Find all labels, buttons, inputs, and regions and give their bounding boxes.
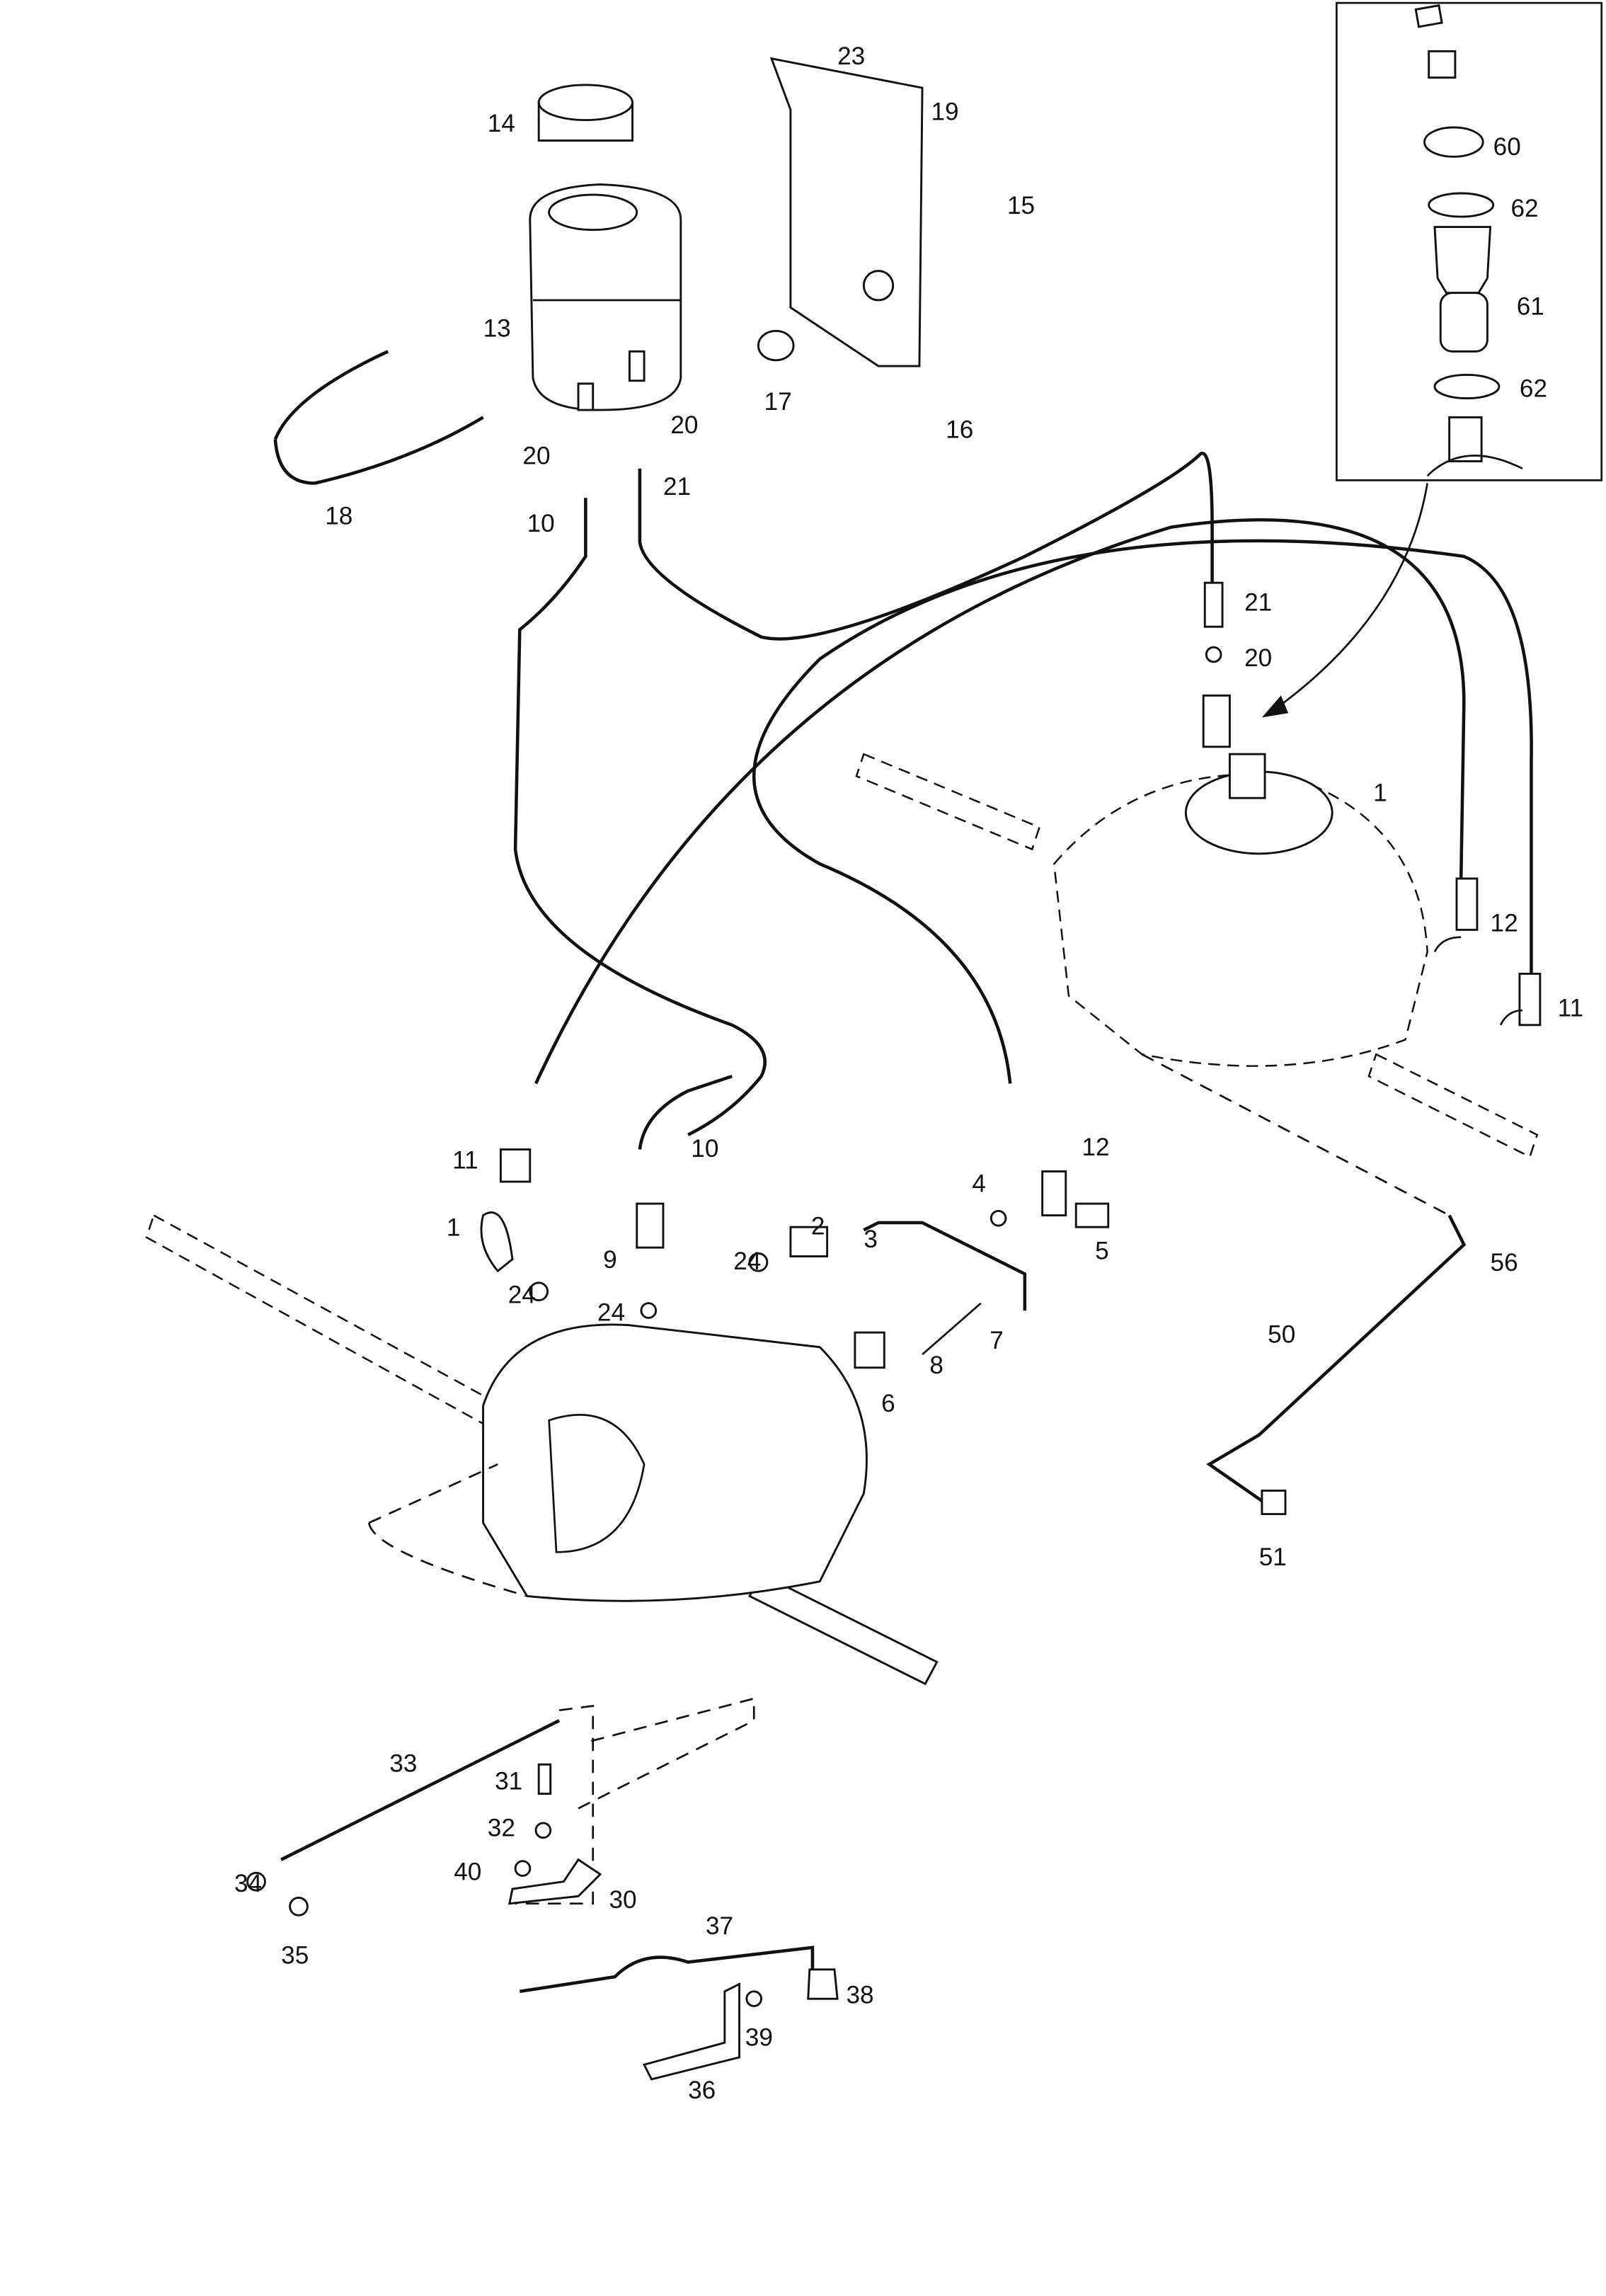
callout: 16 <box>946 416 973 443</box>
hoses <box>513 452 1533 1136</box>
callout: 20 <box>522 442 550 470</box>
callout: 24 <box>733 1247 761 1275</box>
callout: 38 <box>847 1981 874 2009</box>
callout: 20 <box>670 411 698 439</box>
callout: 51 <box>1259 1543 1287 1571</box>
callout: 23 <box>837 42 865 70</box>
callout: 24 <box>597 1299 625 1327</box>
callout: 62 <box>1520 375 1547 402</box>
callout: 12 <box>1082 1133 1109 1161</box>
cable-18 <box>273 350 484 485</box>
callout: 2 <box>811 1213 825 1240</box>
callout: 39 <box>745 2023 773 2051</box>
callout: 4 <box>972 1170 986 1198</box>
callout: 20 <box>1244 644 1272 672</box>
callout: 15 <box>1007 192 1035 219</box>
callout: 6 <box>881 1390 895 1417</box>
right-transaxle <box>855 694 1539 1216</box>
callout: 50 <box>1268 1321 1295 1349</box>
callout: 34 <box>234 1870 262 1897</box>
rod-50 <box>1206 1214 1467 1502</box>
callout: 21 <box>663 473 691 501</box>
callout: 18 <box>325 502 352 530</box>
callout: 1 <box>1373 779 1387 806</box>
callout: 3 <box>864 1226 878 1253</box>
callout: 10 <box>691 1135 718 1163</box>
callout: 40 <box>454 1858 481 1886</box>
callout: 33 <box>389 1750 417 1778</box>
inset-detail <box>1261 1 1603 718</box>
callout: 5 <box>1095 1238 1109 1265</box>
reservoir <box>529 84 682 411</box>
fittings <box>480 581 1542 1369</box>
callout: 61 <box>1517 293 1544 321</box>
mounting-bracket <box>769 57 924 367</box>
callout: 31 <box>495 1767 522 1795</box>
callout: 60 <box>1493 133 1521 161</box>
callout: 13 <box>483 315 511 343</box>
callout: 35 <box>281 1942 309 1970</box>
callout: 11 <box>452 1146 478 1174</box>
callout: 12 <box>1491 909 1518 937</box>
callout: 9 <box>603 1246 617 1274</box>
callout: 62 <box>1510 195 1538 222</box>
callout: 10 <box>527 510 555 537</box>
callout: 8 <box>929 1352 943 1379</box>
callout: 24 <box>508 1281 536 1309</box>
callouts: 23 19 14 15 60 62 61 62 13 17 16 20 20 2… <box>234 42 1583 2104</box>
callout: 36 <box>688 2077 716 2104</box>
callout: 17 <box>764 388 792 416</box>
callout: 30 <box>609 1886 636 1914</box>
callout: 1 <box>447 1214 461 1242</box>
callout: 37 <box>706 1912 733 1940</box>
left-transaxle <box>145 1213 939 1686</box>
linkage <box>246 1697 839 2081</box>
callout: 19 <box>931 98 958 126</box>
callout: 32 <box>488 1815 515 1842</box>
callout: 11 <box>1558 994 1583 1022</box>
callout: 14 <box>488 110 515 137</box>
callout: 21 <box>1244 588 1272 616</box>
callout: 56 <box>1491 1249 1518 1276</box>
callout: 7 <box>990 1327 1004 1354</box>
